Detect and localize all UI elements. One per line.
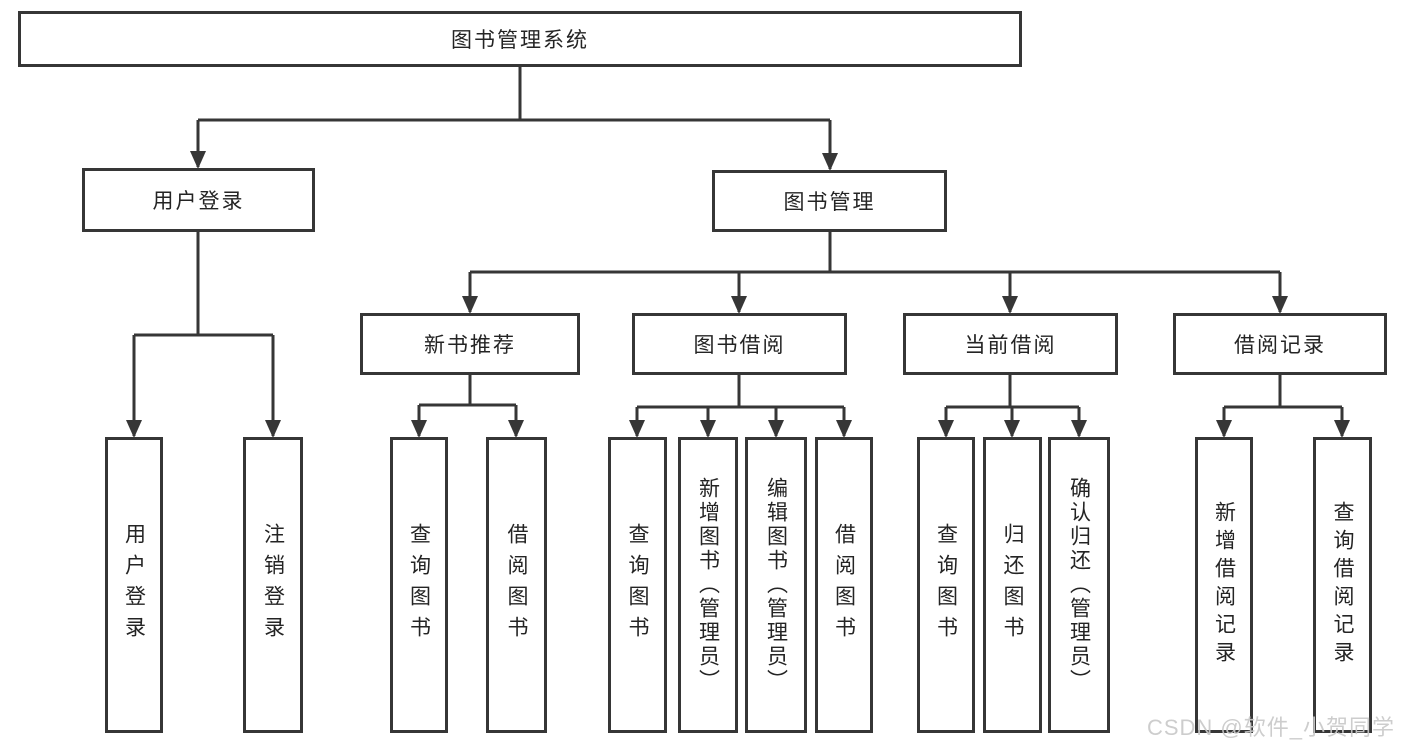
leaf-borrow-edit-books-admin: 编辑图书（管理员）	[745, 437, 807, 733]
leaf-borrow-add-books-admin: 新增图书（管理员）	[678, 437, 738, 733]
watermark: CSDN @软件_小贺同学	[1146, 715, 1395, 740]
leaf-current-return-books: 归还图书	[983, 437, 1042, 733]
leaf-newbook-query-books: 查询图书	[390, 437, 448, 733]
leaf-records-query-borrow-record: 查询借阅记录	[1313, 437, 1372, 733]
leaf-logout: 注销登录	[243, 437, 303, 733]
node-new-book-recommendation: 新书推荐	[360, 313, 580, 375]
leaf-user-login: 用户登录	[105, 437, 163, 733]
leaf-current-query-books: 查询图书	[917, 437, 975, 733]
node-root: 图书管理系统	[18, 11, 1022, 67]
node-current-borrowing: 当前借阅	[903, 313, 1118, 375]
leaf-records-add-borrow-record: 新增借阅记录	[1195, 437, 1253, 733]
leaf-current-confirm-return-admin: 确认归还（管理员）	[1048, 437, 1110, 733]
node-borrowing-records: 借阅记录	[1173, 313, 1387, 375]
leaf-newbook-borrow-books: 借阅图书	[486, 437, 547, 733]
node-user-login: 用户登录	[82, 168, 315, 232]
node-book-management: 图书管理	[712, 170, 947, 232]
leaf-borrow-query-books: 查询图书	[608, 437, 667, 733]
leaf-borrow-borrow-books: 借阅图书	[815, 437, 873, 733]
node-book-borrowing: 图书借阅	[632, 313, 847, 375]
